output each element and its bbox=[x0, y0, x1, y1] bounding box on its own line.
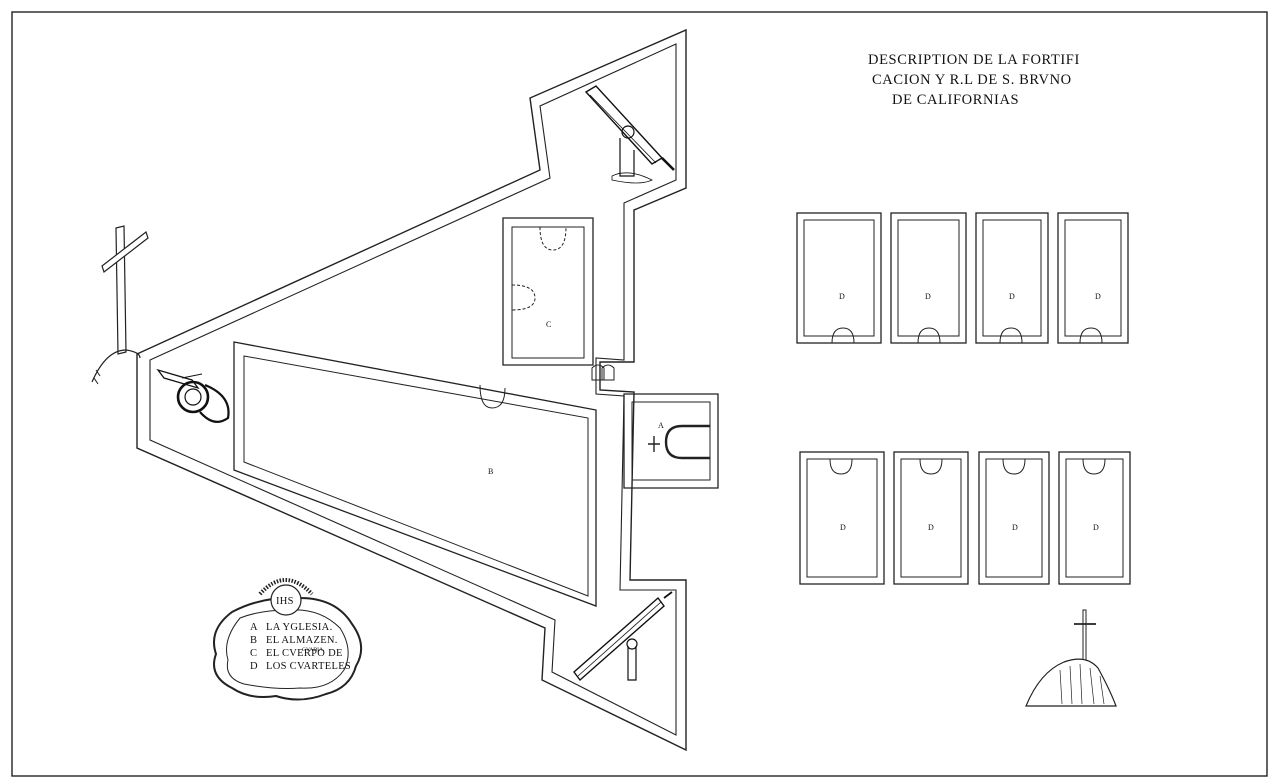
label-barracks: D bbox=[1012, 523, 1018, 532]
legend-key: B bbox=[250, 635, 257, 646]
label-barracks: D bbox=[840, 523, 846, 532]
guardhouse-inner bbox=[511, 226, 585, 359]
barracks-row-top bbox=[796, 212, 1129, 344]
label-barracks: D bbox=[839, 292, 845, 301]
label-barracks: D bbox=[1095, 292, 1101, 301]
altar-cross-icon bbox=[648, 436, 660, 452]
church-apse bbox=[664, 424, 710, 460]
church-outer bbox=[623, 393, 719, 489]
map-title: DESCRIPTION DE LA FORTIFI CACION Y R.L D… bbox=[862, 50, 1082, 110]
page-border bbox=[11, 11, 1268, 777]
fort-outer-wall bbox=[136, 28, 687, 752]
cannon-icon bbox=[573, 591, 673, 682]
legend-item: EL ALMAZEN. bbox=[266, 635, 338, 646]
cross-icon bbox=[1025, 609, 1117, 707]
storehouse-door bbox=[479, 384, 506, 409]
legend-key: C bbox=[250, 648, 257, 659]
fort-inner-wall bbox=[149, 43, 677, 736]
title-line: DESCRIPTION DE LA FORTIFI bbox=[868, 52, 1080, 68]
label-barracks: D bbox=[925, 292, 931, 301]
cartouche-frame bbox=[213, 596, 363, 701]
legend-cartouche: IHS A LA YGLESIA. B EL ALMAZEN. GVADIA C… bbox=[213, 578, 363, 701]
monogram-ihs: IHS bbox=[276, 596, 294, 607]
gate-posts bbox=[591, 364, 615, 381]
monogram-ring bbox=[270, 584, 302, 616]
legend-item: EL CVERPO DE bbox=[266, 648, 343, 659]
label-barracks: D bbox=[1009, 292, 1015, 301]
guardhouse-door-top bbox=[539, 226, 567, 251]
label-guardhouse: C bbox=[546, 320, 551, 329]
title-line: CACION Y R.L DE S. BRVNO bbox=[872, 72, 1072, 88]
sunburst-icon bbox=[258, 578, 314, 596]
storehouse-inner bbox=[243, 355, 589, 597]
label-storehouse: B bbox=[488, 467, 493, 476]
guardhouse-door-side bbox=[511, 284, 536, 311]
label-church: A bbox=[658, 421, 664, 430]
church-inner bbox=[631, 401, 711, 481]
guardhouse-outer bbox=[502, 217, 594, 366]
legend-superscript: GVADIA bbox=[302, 647, 323, 653]
legend-key: A bbox=[250, 622, 258, 633]
cannon-icon bbox=[156, 368, 230, 423]
title-line: DE CALIFORNIAS bbox=[892, 92, 1020, 108]
cross-icon bbox=[91, 225, 149, 385]
label-barracks: D bbox=[1093, 523, 1099, 532]
label-barracks: D bbox=[928, 523, 934, 532]
storehouse-outer bbox=[233, 341, 597, 607]
legend-key: D bbox=[250, 661, 258, 672]
legend-item: LOS CVARTELES bbox=[266, 661, 351, 672]
cannon-icon bbox=[584, 85, 675, 184]
barracks-row-bottom bbox=[799, 451, 1131, 585]
legend-item: LA YGLESIA. bbox=[266, 622, 333, 633]
